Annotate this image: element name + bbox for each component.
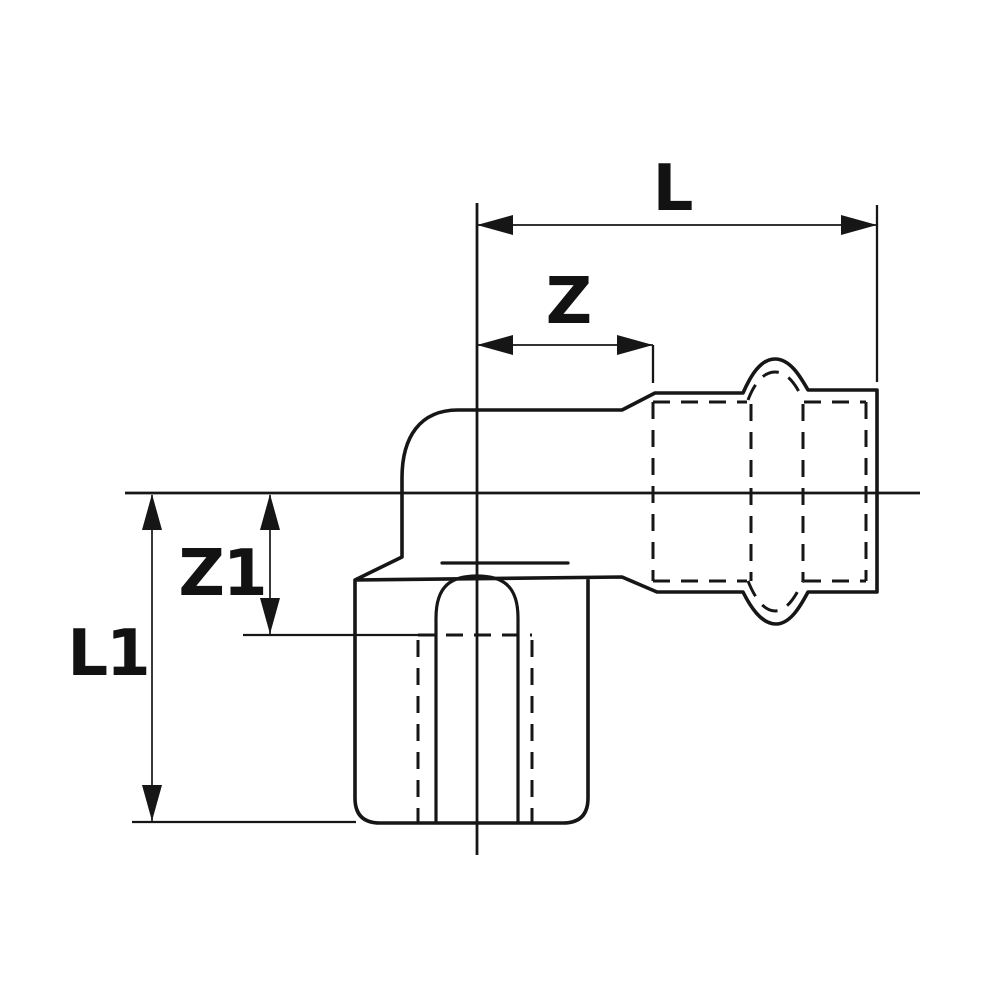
arrowhead-Z-right [617,335,653,355]
arrowhead-Z1-up [260,494,280,530]
arrowhead-L-right [841,215,877,235]
dimension-label-Z: Z [546,265,590,339]
dimension-label-L1: L1 [67,617,148,691]
arrowhead-L1-up [142,494,162,530]
dimension-label-L: L [653,152,693,226]
right-socket-hidden-lines [651,370,868,613]
extension-lines [132,205,879,824]
arrowhead-L1-down [142,785,162,821]
fitting-outline [353,357,879,825]
inner-bore-outline [434,561,570,825]
dimension-labels: L Z Z1 L1 [67,152,694,691]
arrowhead-Z1-down [260,598,280,634]
arrowhead-Z-left [477,335,513,355]
arrowhead-L-left [477,215,513,235]
bottom-port-hidden-lines [416,633,534,823]
dimension-label-Z1: Z1 [179,537,266,611]
centerlines [125,203,920,855]
dimension-arrowheads [142,215,877,821]
